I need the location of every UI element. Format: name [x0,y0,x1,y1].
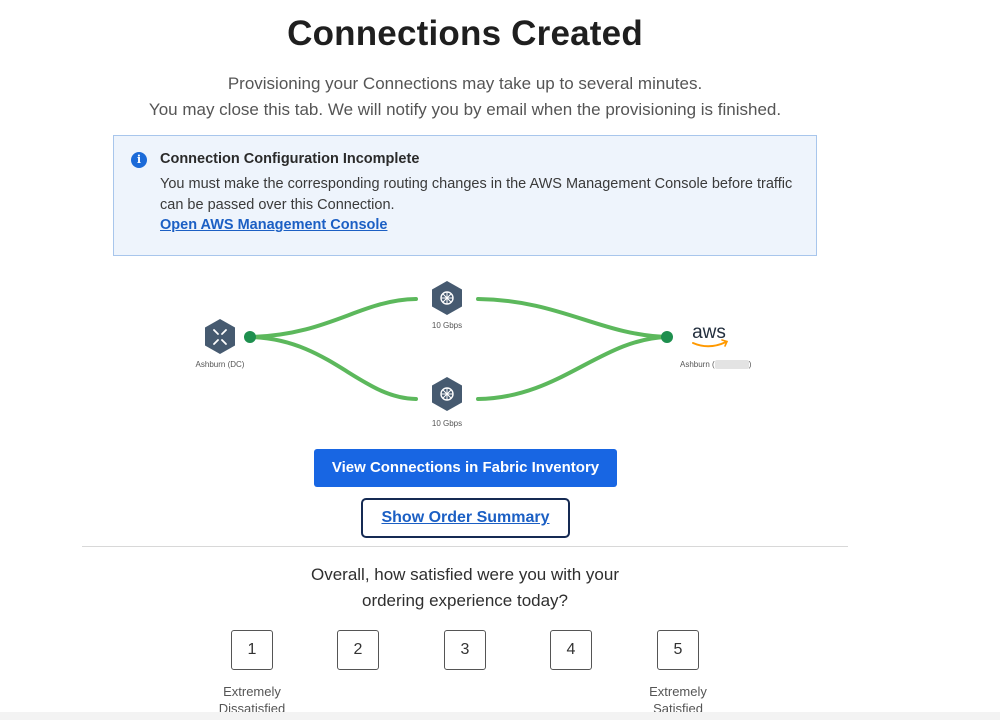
bottom-edge [0,712,1000,720]
path-top-left-line [248,297,418,339]
show-order-summary-link[interactable]: Show Order Summary [361,498,570,538]
source-location-label: Ashburn (DC) [195,360,245,369]
rating-button-3[interactable]: 3 [444,630,486,670]
low-scale-label-line-1: Extremely [223,684,281,699]
svg-text:aws: aws [692,322,726,343]
view-connections-button[interactable]: View Connections in Fabric Inventory [314,449,617,487]
page-subtitle: Provisioning your Connections may take u… [0,71,930,123]
destination-location-label: Ashburn () [680,360,770,370]
path-top-right-line [476,297,669,339]
survey-question-line-1: Overall, how satisfied were you with you… [310,565,620,584]
rating-button-5[interactable]: 5 [657,630,699,670]
rating-button-2[interactable]: 2 [337,630,379,670]
survey-question: Overall, how satisfied were you with you… [0,562,930,614]
top-path-node-icon [432,281,462,315]
info-icon: i [131,152,147,168]
aws-logo-icon: aws [692,322,729,348]
redacted-region [714,360,749,370]
destination-label-start: Ashburn ( [680,360,715,369]
alert-title: Connection Configuration Incomplete [160,151,420,167]
open-aws-console-link[interactable]: Open AWS Management Console [160,217,388,233]
rating-button-4[interactable]: 4 [550,630,592,670]
subtitle-line-1: Provisioning your Connections may take u… [227,74,703,93]
destination-label-end: ) [748,360,752,369]
path-bottom-left-line [248,335,418,401]
section-divider [82,546,848,547]
configuration-alert: i Connection Configuration Incomplete Yo… [113,135,817,256]
connection-lines: aws [205,281,729,411]
connection-diagram: aws Ashburn (DC) 10 Gbps 10 Gbps Ashburn… [170,270,790,440]
top-path-bandwidth: 10 Gbps [431,321,463,330]
high-scale-label-line-1: Extremely [649,684,707,699]
destination-endpoint-dot [661,331,673,343]
subtitle-line-2: You may close this tab. We will notify y… [148,100,782,119]
survey-question-line-2: ordering experience today? [361,591,569,610]
page-title: Connections Created [287,14,643,53]
rating-button-1[interactable]: 1 [231,630,273,670]
alert-body: You must make the corresponding routing … [160,176,793,213]
bottom-path-node-icon [432,377,462,411]
source-endpoint-dot [244,331,256,343]
source-router-icon [205,319,235,354]
bottom-path-bandwidth: 10 Gbps [431,419,463,428]
path-bottom-right-line [476,335,669,401]
